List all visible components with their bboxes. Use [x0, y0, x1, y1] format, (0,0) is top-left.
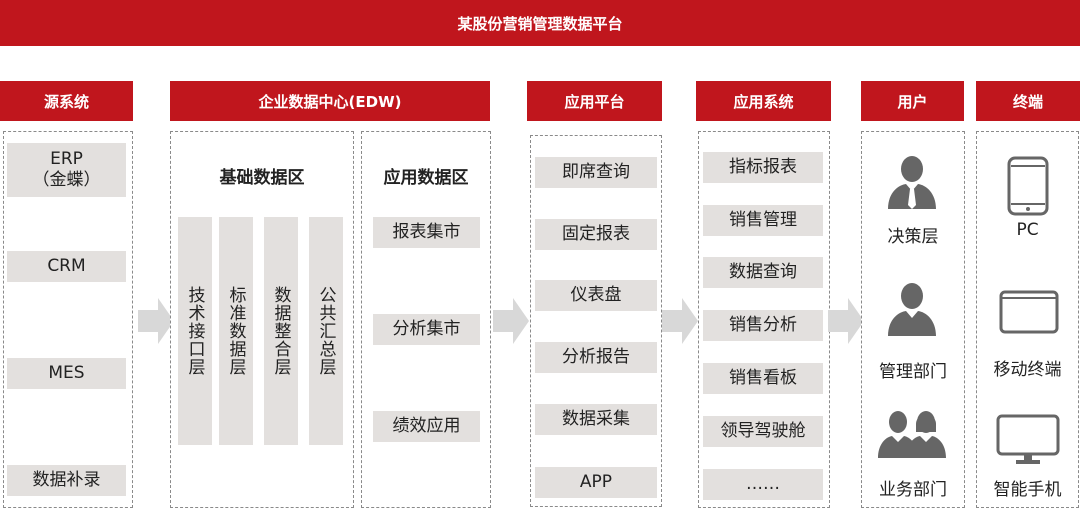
platform-item-dashboard: 仪表盘 — [535, 280, 657, 311]
platform-title-banner: 某股份营销管理数据平台 — [0, 0, 1080, 46]
appsys-item-sales-mgmt: 销售管理 — [703, 205, 823, 236]
terminals-panel — [976, 131, 1079, 508]
appsys-item-sales-board: 销售看板 — [703, 363, 823, 394]
header-edw: 企业数据中心(EDW) — [170, 81, 490, 121]
flow-arrow-1 — [138, 298, 174, 344]
edw-app-item-performance: 绩效应用 — [373, 411, 480, 442]
flow-arrow-4 — [828, 298, 864, 344]
appsys-item-leader-cockpit: 领导驾驶舱 — [703, 416, 823, 447]
edw-layer-public-summary: 公共汇总层 — [309, 217, 343, 445]
platform-item-adhoc-query: 即席查询 — [535, 157, 657, 188]
user-label-executive: 决策层 — [887, 227, 939, 247]
monitor-icon — [996, 414, 1060, 464]
terminal-label-mobile: 移动终端 — [993, 360, 1062, 380]
source-item-erp: ERP （金蝶） — [7, 143, 126, 197]
source-item-mes: MES — [7, 358, 126, 389]
platform-item-analysis-report: 分析报告 — [535, 342, 657, 373]
edw-layer-data-integration: 数据整合层 — [264, 217, 298, 445]
appsys-item-sales-analysis: 销售分析 — [703, 310, 823, 341]
edw-layer-tech-interface: 技术接口层 — [178, 217, 212, 445]
header-app-platform: 应用平台 — [527, 81, 662, 121]
flow-arrow-2 — [493, 298, 529, 344]
app-platform-panel — [530, 135, 662, 507]
source-item-crm: CRM — [7, 251, 126, 282]
edw-base-data-title: 基础数据区 — [219, 168, 305, 188]
appsys-item-kpi-report: 指标报表 — [703, 152, 823, 183]
appsys-item-more: …… — [703, 469, 823, 500]
platform-item-data-collection: 数据采集 — [535, 404, 657, 435]
manager-icon — [888, 283, 936, 336]
header-users: 用户 — [861, 81, 964, 121]
header-app-system: 应用系统 — [696, 81, 831, 121]
edw-app-data-title: 应用数据区 — [383, 168, 469, 188]
platform-item-app: APP — [535, 467, 657, 498]
user-label-business: 业务部门 — [879, 480, 947, 500]
appsys-item-data-query: 数据查询 — [703, 257, 823, 288]
user-label-manager: 管理部门 — [879, 362, 947, 382]
executive-icon — [888, 156, 936, 209]
edw-layer-standard-data: 标准数据层 — [219, 217, 253, 445]
terminal-label-pc: PC — [1016, 220, 1039, 240]
header-terminals: 终端 — [976, 81, 1080, 121]
team-icon — [878, 411, 946, 458]
terminal-label-smartphone: 智能手机 — [993, 480, 1062, 500]
edw-app-item-analysis-mart: 分析集市 — [373, 314, 480, 345]
tablet-icon — [1007, 156, 1049, 216]
edw-app-item-report-mart: 报表集市 — [373, 217, 480, 248]
source-item-data-entry: 数据补录 — [7, 465, 126, 496]
header-source-system: 源系统 — [0, 81, 133, 121]
flow-arrow-3 — [662, 298, 698, 344]
laptop-icon — [999, 290, 1059, 334]
platform-item-fixed-report: 固定报表 — [535, 219, 657, 250]
